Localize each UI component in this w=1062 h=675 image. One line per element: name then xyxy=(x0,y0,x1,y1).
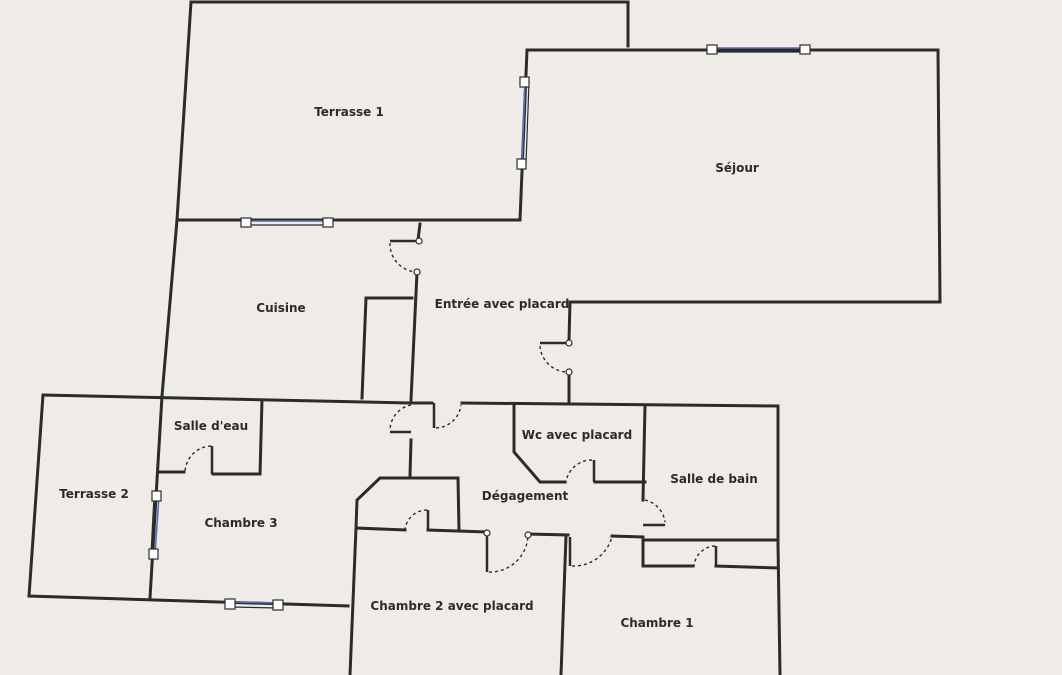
wall-chambre1-closet xyxy=(641,538,695,568)
wall-bedrooms-top-b xyxy=(426,528,488,534)
room-labels: Terrasse 1 Séjour Cuisine Entrée avec pl… xyxy=(59,105,759,630)
label-wc: Wc avec placard xyxy=(522,428,632,442)
label-terrasse2: Terrasse 2 xyxy=(59,487,129,501)
door-salle-eau xyxy=(184,445,214,474)
wall-corridor-cupboard xyxy=(354,476,461,532)
door-chambre2 xyxy=(483,529,532,573)
label-chambre2: Chambre 2 avec placard xyxy=(370,599,533,613)
wall-corridor-left xyxy=(408,438,413,478)
wall-salle-eau xyxy=(211,398,264,476)
wall-kitchen-entree xyxy=(416,222,422,242)
door-wc xyxy=(565,459,596,483)
label-salle-eau: Salle d'eau xyxy=(174,419,248,433)
wall-kitchen-entree-lower xyxy=(409,270,419,402)
wall-middle-row xyxy=(41,393,434,405)
wall-bedrooms-top-d xyxy=(610,534,645,539)
wall-chambre2-left xyxy=(348,526,358,675)
label-cuisine: Cuisine xyxy=(256,301,305,315)
door-chambre3 xyxy=(404,509,430,531)
label-salle-bain: Salle de bain xyxy=(670,472,758,486)
label-chambre3: Chambre 3 xyxy=(204,516,277,530)
door-corridor-top xyxy=(432,403,462,429)
door-sejour-entree xyxy=(539,339,573,376)
door-salle-bain xyxy=(643,499,666,527)
window-chambre3-bottom xyxy=(224,598,284,611)
wall-chambre2-right xyxy=(559,534,568,675)
door-kitchen-entree xyxy=(389,237,423,276)
window-chambre3-left xyxy=(148,490,162,560)
doors xyxy=(184,237,718,573)
door-corridor-left xyxy=(389,404,412,434)
wall-wc xyxy=(512,402,567,484)
window-sejour-top xyxy=(706,44,811,55)
wall-bedrooms-top-a xyxy=(354,526,407,532)
wall-bedrooms-top-c xyxy=(526,532,570,537)
wall-kitchen-cupboard xyxy=(360,296,414,400)
window-kitchen-top xyxy=(240,217,334,228)
door-chambre1-closet xyxy=(693,545,718,567)
label-terrasse1: Terrasse 1 xyxy=(314,105,384,119)
wall-middle-row-right xyxy=(460,401,780,408)
wall-sejour xyxy=(525,48,942,342)
wall-salle-bain-left xyxy=(641,404,647,502)
label-degagement: Dégagement xyxy=(482,489,569,503)
door-chambre1 xyxy=(568,536,613,567)
label-entree: Entrée avec placard xyxy=(435,297,570,311)
label-sejour: Séjour xyxy=(715,161,759,175)
label-chambre1: Chambre 1 xyxy=(620,616,693,630)
wall-chambre1-right xyxy=(776,542,782,675)
windows xyxy=(148,44,811,611)
wall-kitchen-left xyxy=(160,218,179,398)
walls xyxy=(27,0,942,675)
window-terrasse1-right xyxy=(516,76,530,170)
wall-chambre1-closet-right xyxy=(714,564,780,570)
wall-terrasse1 xyxy=(175,0,630,222)
